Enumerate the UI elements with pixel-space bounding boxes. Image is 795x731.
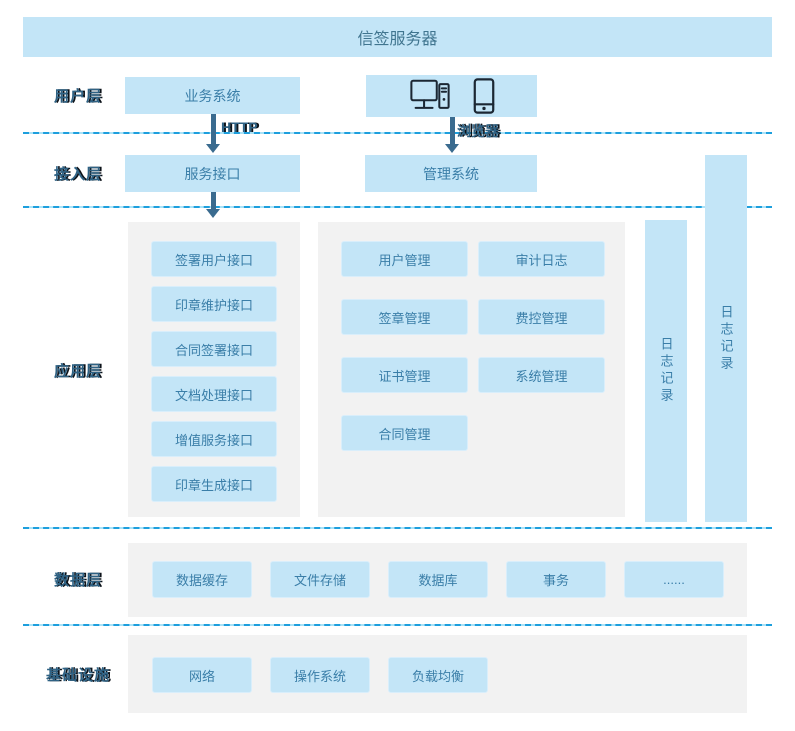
node-interface: 合同签署接口: [151, 331, 277, 367]
panel-interfaces: 签署用户接口 印章维护接口 合同签署接口 文档处理接口 增值服务接口 印章生成接…: [128, 222, 300, 517]
node-client-devices: [366, 75, 537, 117]
node-data-item: ......: [624, 561, 724, 598]
log-record-bar-outer: 日志记录: [705, 155, 747, 522]
node-service-interface: 服务接口: [125, 155, 300, 192]
diagram-title-bar: 信签服务器: [23, 17, 772, 57]
node-business-system: 业务系统: [125, 77, 300, 114]
panel-infrastructure: 网络 操作系统 负载均衡: [128, 635, 747, 713]
node-management-system: 管理系统: [365, 155, 537, 192]
node-module: 用户管理: [341, 241, 468, 277]
arrow-business-to-service: [206, 114, 220, 153]
node-data-item: 数据缓存: [152, 561, 252, 598]
node-module: 证书管理: [341, 357, 468, 393]
node-infra-item: 操作系统: [270, 657, 370, 693]
separator-access-application: [23, 206, 772, 210]
node-data-item: 事务: [506, 561, 606, 598]
http-protocol-label: HTTP: [221, 119, 259, 135]
panel-modules: 用户管理 审计日志 签章管理 费控管理 证书管理 系统管理 合同管理: [318, 222, 625, 517]
node-interface: 增值服务接口: [151, 421, 277, 457]
node-module: 费控管理: [478, 299, 605, 335]
log-record-bar-inner: 日志记录: [645, 220, 687, 522]
node-interface: 印章生成接口: [151, 466, 277, 502]
desktop-computer-icon: [409, 79, 450, 109]
arrow-service-to-application: [206, 192, 220, 218]
diagram-title: 信签服务器: [357, 31, 438, 48]
node-data-item: 文件存储: [270, 561, 370, 598]
layer-label-user: 用户层: [32, 85, 124, 106]
node-infra-item: 负载均衡: [388, 657, 488, 693]
node-infra-item: 网络: [152, 657, 252, 693]
panel-data-layer: 数据缓存 文件存储 数据库 事务 ......: [128, 543, 747, 617]
node-module: 签章管理: [341, 299, 468, 335]
node-interface: 签署用户接口: [151, 241, 277, 277]
layer-label-application: 应用层: [32, 360, 124, 381]
separator-user-access: [23, 132, 772, 136]
node-module: 审计日志: [478, 241, 605, 277]
node-data-item: 数据库: [388, 561, 488, 598]
layer-label-infrastructure: 基础设施: [23, 664, 133, 685]
node-module: 系统管理: [478, 357, 605, 393]
node-module: 合同管理: [341, 415, 468, 451]
layer-label-data: 数据层: [32, 569, 124, 590]
node-interface: 文档处理接口: [151, 376, 277, 412]
separator-application-data: [23, 527, 772, 531]
arrow-devices-to-management: [445, 117, 459, 153]
browser-label: 浏览器: [457, 121, 501, 141]
separator-data-infrastructure: [23, 624, 772, 628]
smartphone-icon: [473, 78, 494, 114]
layer-label-access: 接入层: [32, 163, 124, 184]
node-interface: 印章维护接口: [151, 286, 277, 322]
